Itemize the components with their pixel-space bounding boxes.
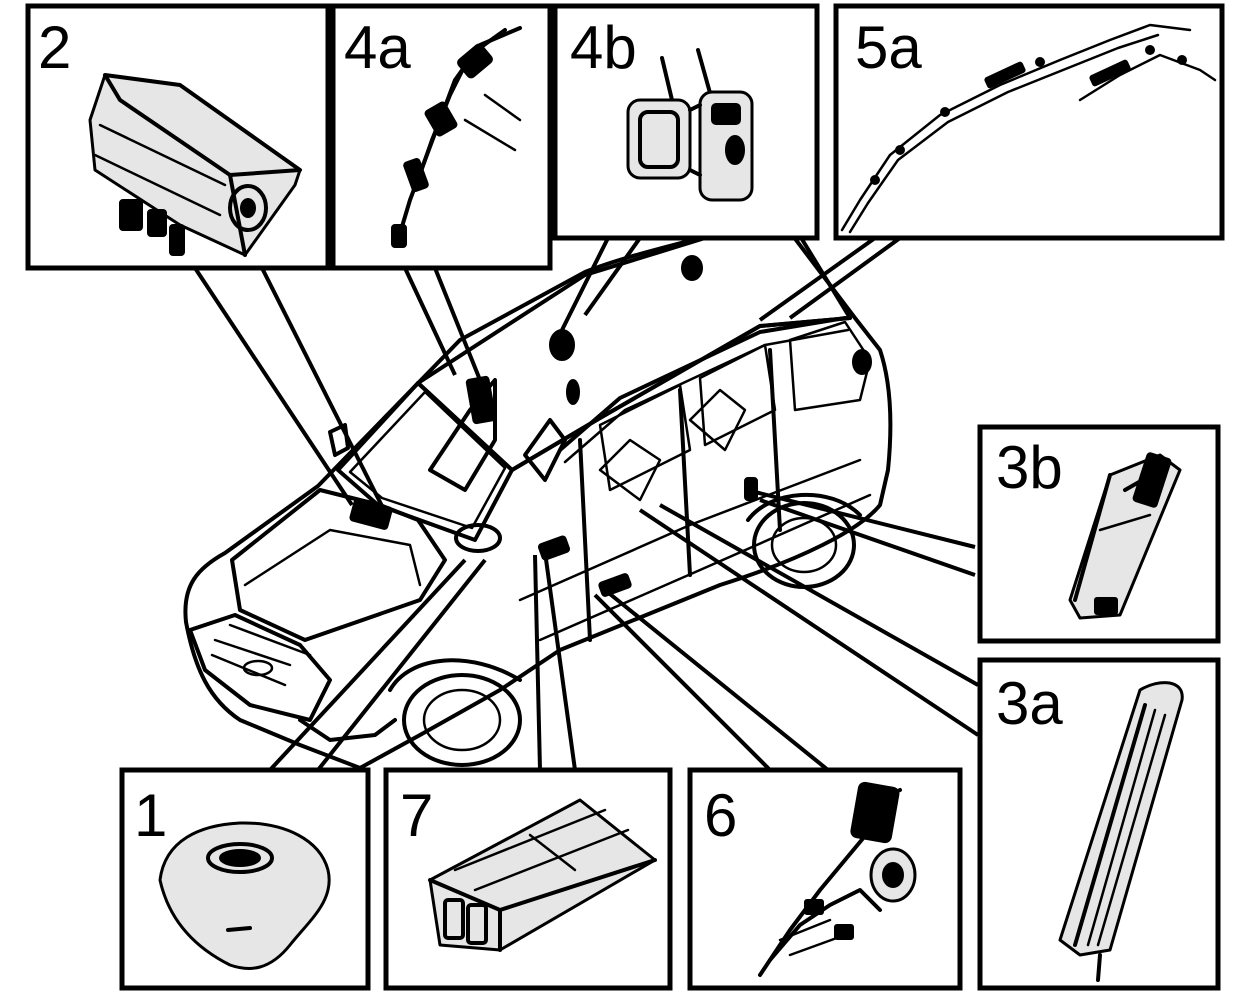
seat-side-airbag [1058, 681, 1184, 982]
inflatable-curtain [840, 23, 1217, 234]
driver-airbag-module [158, 821, 331, 970]
buckle-pretensioner [758, 781, 917, 977]
callout-label-1: 1 [134, 782, 167, 849]
callout-box-4a: 4a [330, 3, 553, 271]
callout-box-4b: 4b [552, 3, 820, 241]
srs-control-module [428, 798, 657, 952]
callout-label-4b: 4b [570, 14, 637, 81]
callout-label-6: 6 [704, 782, 737, 849]
callout-label-5a: 5a [855, 14, 922, 81]
callout-label-3a: 3a [996, 670, 1063, 737]
callout-box-3a: 3a [977, 657, 1221, 991]
seatbelt-retractor [626, 48, 754, 202]
side-impact-sensor [1068, 452, 1182, 620]
callout-box-3b: 3b [977, 424, 1221, 644]
passenger-airbag-module [88, 73, 302, 257]
callout-label-7: 7 [400, 782, 433, 849]
callout-box-2: 2 [25, 3, 331, 271]
seatbelt-pretensioner [391, 26, 522, 248]
callout-box-5a: 5a [833, 3, 1225, 241]
callout-box-6: 6 [687, 767, 963, 991]
callout-box-7: 7 [383, 767, 673, 991]
leader-lines [193, 236, 980, 772]
callout-label-3b: 3b [996, 434, 1063, 501]
callout-label-4a: 4a [344, 14, 411, 81]
callout-label-2: 2 [38, 14, 71, 81]
callout-box-1: 1 [119, 767, 371, 991]
